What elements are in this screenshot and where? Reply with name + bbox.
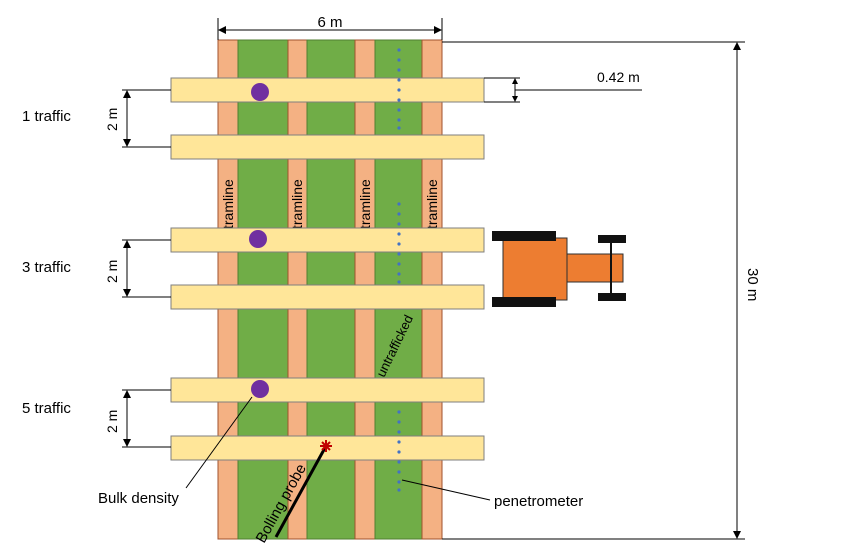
spacing-label-3: 2 m <box>104 260 120 283</box>
traffic-strip-1b <box>170 134 485 160</box>
spacing-dimension-3 <box>122 239 171 298</box>
penetrometer-pointer <box>401 479 491 501</box>
traffic-strip-1a <box>170 77 485 103</box>
spacing-label-1: 2 m <box>104 108 120 131</box>
length-dimension <box>442 41 745 540</box>
tramline-label-2: tramline <box>289 179 305 229</box>
bulk-density-point-3 <box>249 230 267 248</box>
strip-width-label: 0.42 m <box>597 69 640 85</box>
tramline-label-4: tramline <box>424 179 440 229</box>
bulk-density-point-5 <box>251 380 269 398</box>
width-dimension <box>217 18 443 40</box>
bolling-probe-line <box>274 445 328 538</box>
strip-width-dimension <box>484 77 642 103</box>
traffic-label-1: 1 traffic <box>22 108 71 125</box>
penetrometer-label: penetrometer <box>494 493 583 510</box>
spacing-dimension-5 <box>122 389 171 448</box>
probe-marker-icon <box>320 440 332 452</box>
tractor-icon <box>492 231 626 307</box>
traffic-label-5: 5 traffic <box>22 400 71 417</box>
traffic-strip-3a <box>170 227 485 253</box>
traffic-strip-5b <box>170 435 485 461</box>
spacing-label-5: 2 m <box>104 410 120 433</box>
traffic-label-3: 3 traffic <box>22 259 71 276</box>
penetrometer-dots <box>397 48 401 492</box>
tramline-label-1: tramline <box>220 179 236 229</box>
length-label: 30 m <box>744 268 761 301</box>
spacing-dimension-1 <box>122 89 171 148</box>
bulk-density-point-1 <box>251 83 269 101</box>
bulk-density-pointer <box>185 396 253 489</box>
traffic-strip-5a <box>170 377 485 403</box>
width-label: 6 m <box>317 14 342 31</box>
traffic-strip-3b <box>170 284 485 310</box>
bulk-density-points <box>249 83 269 398</box>
bulk-density-label: Bulk density <box>98 490 179 507</box>
tramline-label-3: tramline <box>357 179 373 229</box>
tramline-labels: tramline tramline tramline tramline <box>220 179 440 229</box>
